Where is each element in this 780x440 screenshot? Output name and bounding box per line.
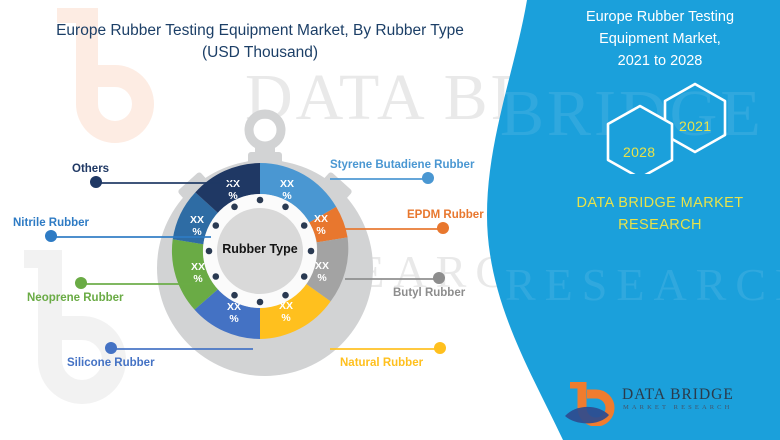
segment-value-nitrile-rubber: XX% bbox=[189, 213, 204, 238]
callout-label-neoprene-rubber: Neoprene Rubber bbox=[27, 292, 124, 304]
callout-label-butyl-rubber: Butyl Rubber bbox=[393, 287, 466, 299]
donut-clock-markers bbox=[205, 196, 315, 306]
donut-chart: Rubber Type XX% XX% XX% XX% XX% XX% XX% … bbox=[169, 160, 351, 342]
hexagon-2021-label: 2021 bbox=[679, 118, 712, 134]
callout-line bbox=[53, 236, 211, 238]
year-hexagons: 2021 2028 bbox=[585, 82, 745, 180]
donut-segment-silicone-rubber bbox=[194, 289, 260, 339]
donut-segments bbox=[171, 162, 349, 339]
callout-dot bbox=[422, 172, 434, 184]
callout-label-nitrile-rubber: Nitrile Rubber bbox=[13, 217, 90, 229]
callout-dot bbox=[437, 222, 449, 234]
callout-line bbox=[98, 182, 236, 184]
hexagon-2021-icon bbox=[663, 82, 727, 154]
donut-chart-svg bbox=[171, 162, 349, 339]
callout-dot bbox=[75, 277, 87, 289]
segment-value-styrene-butadiene-rubber: XX% bbox=[279, 177, 294, 202]
segment-value-silicone-rubber: XX% bbox=[226, 300, 241, 325]
hexagon-2028-icon bbox=[606, 104, 674, 180]
segment-value-epdm-rubber: XX% bbox=[313, 212, 328, 237]
company-logo: DATA BRIDGE MARKET RESEARCH bbox=[562, 379, 762, 427]
callout-line bbox=[330, 178, 426, 180]
panel-title-line1: Europe Rubber Testing bbox=[585, 9, 735, 25]
callout-dot bbox=[433, 272, 445, 284]
right-panel-content: Europe Rubber Testing Equipment Market, … bbox=[540, 0, 780, 440]
callout-dot bbox=[45, 230, 57, 242]
callout-line bbox=[83, 283, 211, 285]
donut-segment-nitrile-rubber bbox=[172, 192, 219, 245]
callout-dot bbox=[105, 342, 117, 354]
callout-dot bbox=[90, 176, 102, 188]
donut-segment-butyl-rubber bbox=[305, 237, 349, 302]
callout-line bbox=[330, 348, 438, 350]
brand-name-line1: DATA BRIDGE MARKET bbox=[576, 195, 744, 211]
callout-line bbox=[345, 278, 437, 280]
donut-segment-neoprene-rubber bbox=[171, 239, 218, 310]
brand-name: DATA BRIDGE MARKET RESEARCH bbox=[540, 192, 780, 237]
year-hexagons-svg bbox=[606, 82, 727, 180]
callout-label-styrene-butadiene-rubber: Styrene Butadiene Rubber bbox=[330, 159, 475, 171]
logo-subtitle: MARKET RESEARCH bbox=[623, 404, 733, 411]
chart-title: Europe Rubber Testing Equipment Market, … bbox=[30, 20, 490, 65]
panel-title-line2: Equipment Market, bbox=[599, 30, 721, 47]
chart-title-line2: (USD Thousand) bbox=[201, 44, 318, 62]
chart-title-line1: Europe Rubber Testing Equipment Market, … bbox=[56, 22, 464, 39]
panel-title-line3: 2021 to 2028 bbox=[617, 52, 703, 69]
donut-segment-styrene-butadiene-rubber bbox=[260, 162, 337, 223]
callout-dot bbox=[434, 342, 446, 354]
segment-value-others: XX% bbox=[225, 177, 240, 202]
donut-segment-epdm-rubber bbox=[309, 206, 348, 243]
segment-value-neoprene-rubber: XX% bbox=[190, 260, 205, 285]
callout-label-natural-rubber: Natural Rubber bbox=[340, 357, 424, 369]
watermark-b-logo-gray-icon bbox=[24, 250, 126, 404]
callout-line bbox=[345, 228, 441, 230]
callout-line bbox=[113, 348, 253, 350]
donut-segment-others bbox=[195, 163, 260, 214]
logo-title: DATA BRIDGE bbox=[622, 386, 734, 403]
hexagon-2028-label: 2028 bbox=[623, 144, 656, 160]
callout-label-epdm-rubber: EPDM Rubber bbox=[407, 209, 484, 221]
donut-segment-natural-rubber bbox=[260, 283, 331, 339]
callout-label-silicone-rubber: Silicone Rubber bbox=[67, 357, 155, 369]
brand-name-line2: RESEARCH bbox=[618, 217, 702, 234]
segment-value-butyl-rubber: XX% bbox=[314, 259, 329, 284]
callout-label-others: Others bbox=[72, 163, 110, 175]
donut-center-label: Rubber Type bbox=[222, 242, 298, 256]
data-bridge-b-logo-icon bbox=[565, 379, 615, 427]
segment-value-natural-rubber: XX% bbox=[278, 299, 293, 324]
panel-title: Europe Rubber Testing Equipment Market, … bbox=[540, 7, 780, 72]
